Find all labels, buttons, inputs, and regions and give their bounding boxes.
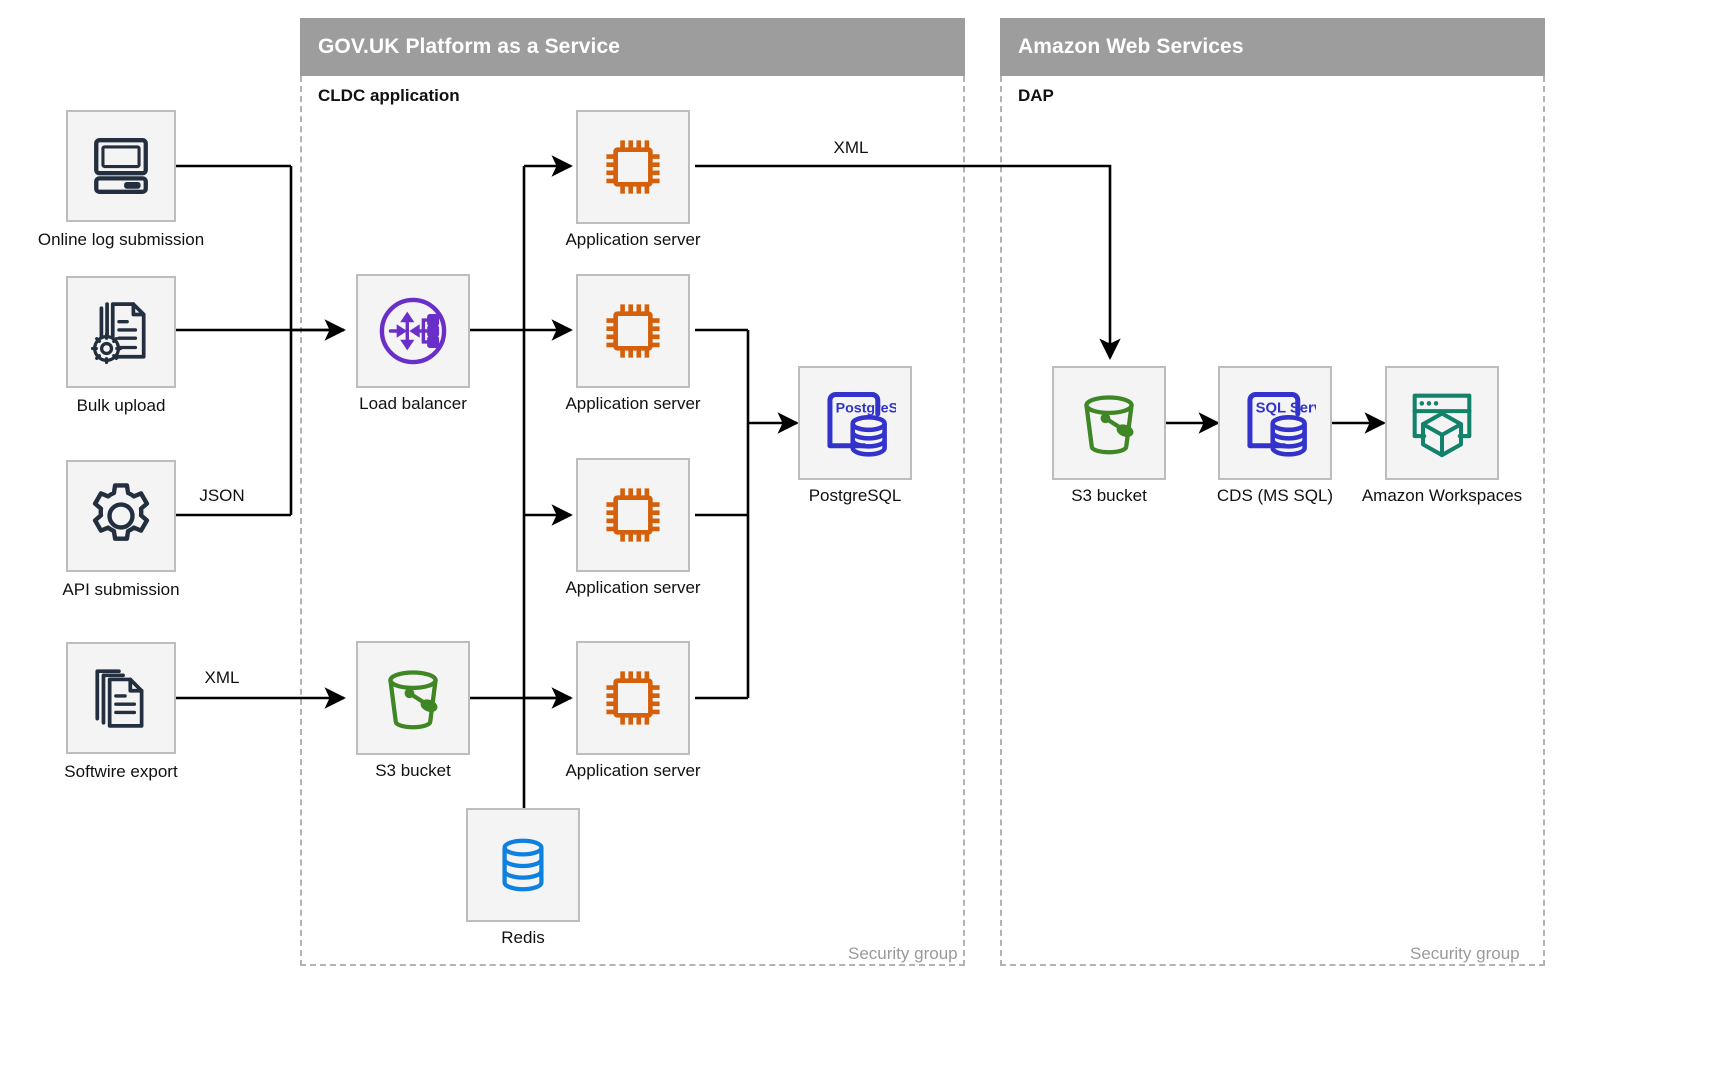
- cpu-chip-icon: [606, 488, 660, 542]
- edge-label-xml-appserver: XML: [829, 138, 873, 158]
- tile-redis: [466, 808, 580, 922]
- label-cds-ms-sql: CDS (MS SQL): [1216, 486, 1334, 505]
- tile-cds-ms-sql: SQL Server: [1218, 366, 1332, 480]
- edge-label-xml-softwire: XML: [200, 668, 244, 688]
- node-application-server-3[interactable]: Application server: [565, 458, 701, 597]
- amazon-workspaces-icon: [1412, 393, 1472, 458]
- node-application-server-4[interactable]: Application server: [565, 641, 701, 780]
- security-group-box-paas: [300, 76, 965, 966]
- tile-application-server-1: [576, 110, 690, 224]
- edge-label-json: JSON: [195, 486, 249, 506]
- node-postgresql[interactable]: PostgreSQL PostgreSQL: [798, 366, 912, 505]
- tile-s3-bucket-aws: [1052, 366, 1166, 480]
- label-api-submission: API submission: [62, 580, 180, 599]
- label-s3-bucket-paas: S3 bucket: [375, 761, 451, 780]
- label-s3-bucket-aws: S3 bucket: [1071, 486, 1147, 505]
- redis-database-icon: [502, 838, 544, 892]
- postgresql-database-icon: PostgreSQL: [827, 392, 896, 457]
- node-s3-bucket-aws[interactable]: S3 bucket: [1052, 366, 1166, 505]
- tile-application-server-2: [576, 274, 690, 388]
- gear-icon: [92, 483, 150, 541]
- tile-bulk-upload: [66, 276, 176, 388]
- cpu-chip-icon: [606, 140, 660, 194]
- label-postgresql: PostgreSQL: [808, 486, 902, 505]
- label-online-log-submission: Online log submission: [37, 230, 205, 249]
- label-application-server-2: Application server: [565, 394, 701, 413]
- node-load-balancer[interactable]: Load balancer: [356, 274, 470, 413]
- tile-application-server-4: [576, 641, 690, 755]
- group-title-paas: GOV.UK Platform as a Service: [318, 35, 620, 58]
- sublabel-cldc-application: CLDC application: [318, 86, 460, 105]
- tile-softwire-export: [66, 642, 176, 754]
- group-header-aws: Amazon Web Services: [1000, 18, 1545, 76]
- node-application-server-1[interactable]: Application server: [565, 110, 701, 249]
- node-softwire-export[interactable]: Softwire export: [64, 642, 178, 781]
- label-softwire-export: Softwire export: [64, 762, 178, 781]
- s3-bucket-icon: [388, 670, 438, 730]
- cpu-chip-icon: [606, 671, 660, 725]
- tile-s3-bucket-paas: [356, 641, 470, 755]
- postgresql-badge-text: PostgreSQL: [836, 401, 896, 417]
- tile-api-submission: [66, 460, 176, 572]
- node-bulk-upload[interactable]: Bulk upload: [66, 276, 176, 415]
- label-redis: Redis: [501, 928, 545, 947]
- tile-load-balancer: [356, 274, 470, 388]
- node-online-log-submission[interactable]: Online log submission: [38, 110, 204, 249]
- group-title-aws: Amazon Web Services: [1018, 35, 1244, 58]
- sublabel-dap: DAP: [1018, 86, 1054, 105]
- node-cds-ms-sql[interactable]: SQL Server CDS (MS SQL): [1217, 366, 1333, 505]
- label-bulk-upload: Bulk upload: [76, 396, 166, 415]
- security-group-box-aws: [1000, 76, 1545, 966]
- tile-postgresql: PostgreSQL: [798, 366, 912, 480]
- desktop-computer-icon: [94, 138, 148, 194]
- load-balancer-icon: [379, 297, 447, 365]
- label-application-server-4: Application server: [565, 761, 701, 780]
- tile-amazon-workspaces: [1385, 366, 1499, 480]
- document-gear-icon: [90, 302, 146, 365]
- node-amazon-workspaces[interactable]: Amazon Workspaces: [1362, 366, 1522, 505]
- security-group-label-paas: Security group: [848, 944, 958, 963]
- tile-online-log-submission: [66, 110, 176, 222]
- label-application-server-3: Application server: [565, 578, 701, 597]
- group-header-paas: GOV.UK Platform as a Service: [300, 18, 965, 76]
- documents-stack-icon: [95, 669, 144, 728]
- label-load-balancer: Load balancer: [359, 394, 467, 413]
- node-s3-bucket-paas[interactable]: S3 bucket: [356, 641, 470, 780]
- sql-server-badge-text: SQL Server: [1256, 401, 1316, 417]
- node-application-server-2[interactable]: Application server: [565, 274, 701, 413]
- tile-application-server-3: [576, 458, 690, 572]
- node-redis[interactable]: Redis: [466, 808, 580, 947]
- security-group-label-aws: Security group: [1410, 944, 1520, 963]
- label-application-server-1: Application server: [565, 230, 701, 249]
- label-amazon-workspaces: Amazon Workspaces: [1361, 486, 1523, 505]
- s3-bucket-icon: [1084, 395, 1134, 455]
- node-api-submission[interactable]: API submission: [62, 460, 180, 599]
- cpu-chip-icon: [606, 304, 660, 358]
- sql-server-database-icon: SQL Server: [1247, 392, 1316, 457]
